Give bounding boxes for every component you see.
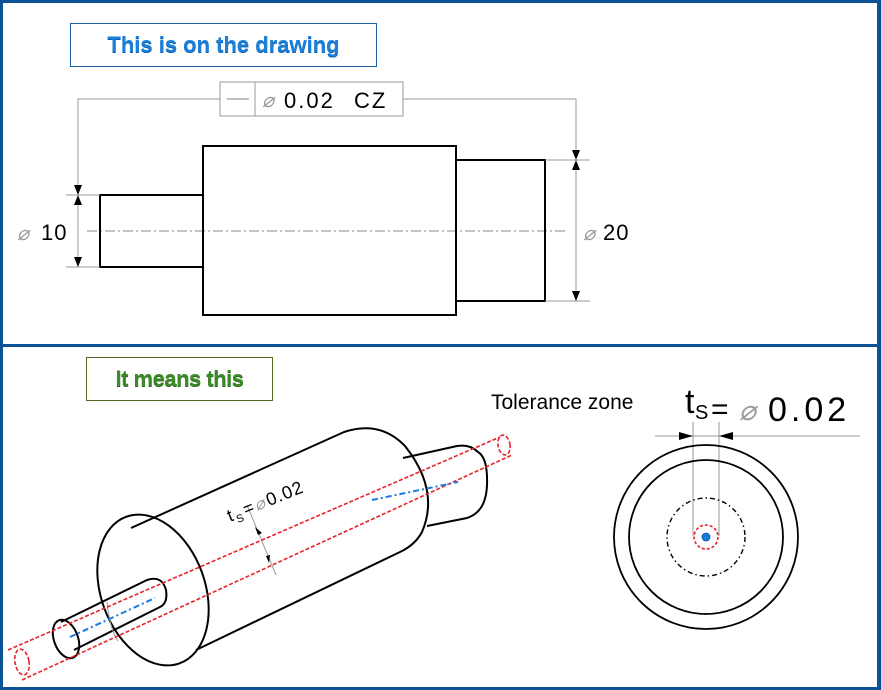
- section-divider: [0, 344, 881, 347]
- ts-equals: =: [711, 393, 729, 426]
- front-face-ellipse: [96, 513, 210, 667]
- tolerance-zone-label: Tolerance zone: [491, 391, 633, 414]
- fcf-tolerance: 0.02: [284, 88, 335, 113]
- dim-value-10: 10: [41, 220, 67, 245]
- dim-value-20: 20: [603, 220, 629, 245]
- leader-right: [403, 98, 577, 158]
- fcf-diameter-symbol: ⌀: [262, 90, 276, 112]
- tolerance-zone-circle: [693, 524, 719, 550]
- tolerance-zone-cylinder: [7, 434, 513, 681]
- outer-circle: [613, 444, 799, 630]
- bottom-section-title: It means this: [86, 357, 273, 401]
- ts-value: 0.02: [768, 391, 850, 429]
- diameter-symbol-20: ⌀: [583, 223, 597, 245]
- top-section-title: This is on the drawing: [70, 23, 377, 67]
- fcf-modifier: CZ: [354, 88, 387, 113]
- iso-ts-label: t S = ⌀ 0.02: [224, 477, 307, 526]
- ts-subscript: S: [695, 402, 708, 424]
- orthographic-view: ⌀ 10 ⌀ 20: [17, 98, 629, 316]
- small-shaft-left: [99, 194, 204, 268]
- ts-diameter-symbol: ⌀: [739, 395, 759, 426]
- shaft-right: [455, 159, 546, 302]
- ts-symbol: t: [685, 383, 695, 421]
- shaft-circle: [666, 497, 746, 577]
- leader-left: [77, 98, 221, 193]
- svg-text:S: S: [235, 512, 246, 526]
- small-shaft-end-ellipse: [51, 618, 81, 660]
- diameter-symbol-10: ⌀: [17, 223, 31, 245]
- axis-point: [701, 532, 711, 542]
- inner-circle: [628, 459, 784, 615]
- feature-control-frame: ⌀ 0.02 CZ: [219, 81, 404, 117]
- cross-section-view: Tolerance zone t S = ⌀ 0.02: [491, 383, 860, 630]
- svg-text:0.02: 0.02: [263, 477, 307, 510]
- actual-axis: [69, 481, 459, 638]
